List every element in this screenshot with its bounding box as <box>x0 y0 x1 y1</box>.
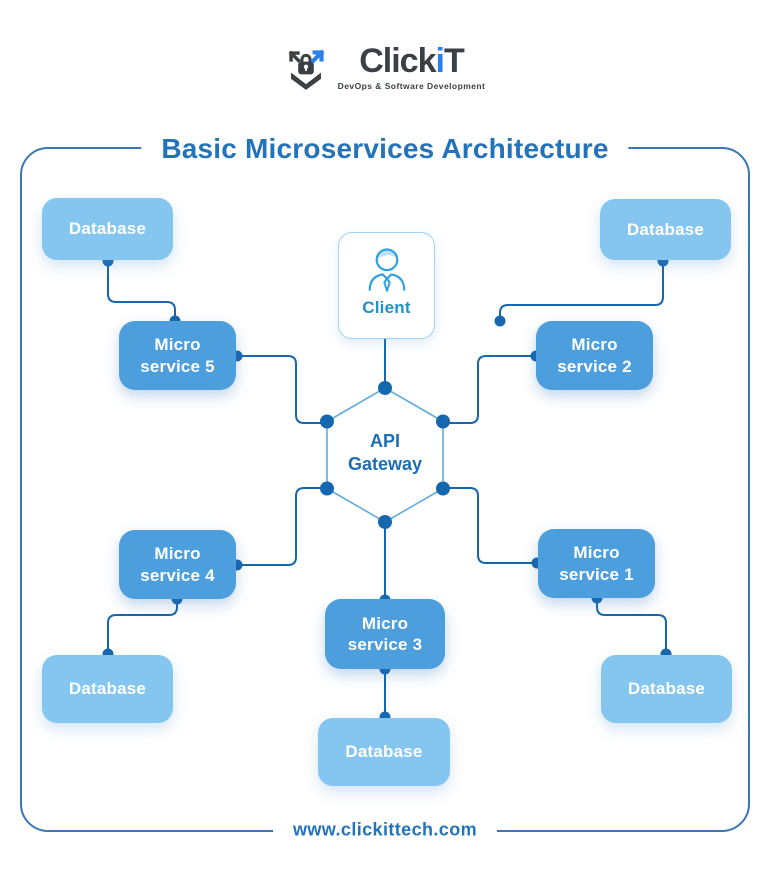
client-person-icon <box>368 248 405 292</box>
node-database-bottom-left: Database <box>42 655 173 723</box>
node-microservice-4: Micro service 4 <box>119 530 236 599</box>
node-microservice-3: Micro service 3 <box>325 599 445 669</box>
node-database-top-left: Database <box>42 198 173 260</box>
node-label: Database <box>68 219 147 239</box>
footer-url: www.clickittech.com <box>273 819 497 841</box>
node-api-gateway-label: API Gateway <box>347 431 423 475</box>
logo-tagline: DevOps & Software Development <box>337 81 486 91</box>
logo-wordmark: ClickiT <box>359 42 464 80</box>
node-label: Database <box>68 679 147 699</box>
node-database-top-right: Database <box>600 199 731 260</box>
node-client: Client <box>338 232 435 339</box>
node-microservice-5: Micro service 5 <box>119 321 236 390</box>
node-label: Database <box>345 742 423 762</box>
node-label: Database <box>626 219 705 239</box>
node-database-bottom-right: Database <box>601 655 732 723</box>
node-microservice-1: Micro service 1 <box>538 529 655 598</box>
node-label: Client <box>362 298 411 317</box>
node-database-bottom-center: Database <box>318 718 450 786</box>
node-label: Database <box>627 679 706 699</box>
node-microservice-2: Micro service 2 <box>536 321 653 390</box>
diagram-frame: Basic Microservices Architecture www.cli… <box>20 133 750 841</box>
clickit-shield-icon <box>288 49 325 90</box>
clickit-logo: ClickiT DevOps & Software Development <box>0 44 768 91</box>
page-title: Basic Microservices Architecture <box>141 133 629 165</box>
